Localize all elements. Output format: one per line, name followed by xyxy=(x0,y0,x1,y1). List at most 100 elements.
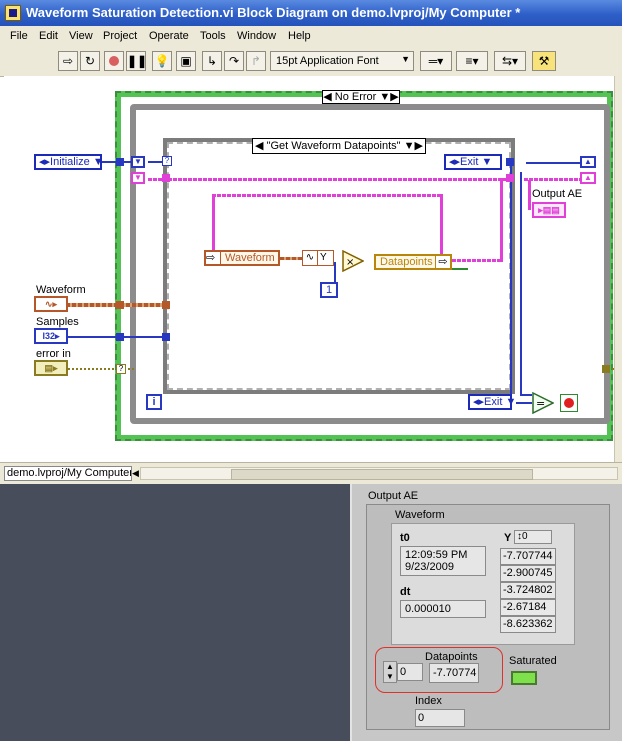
wire-error-in xyxy=(68,368,122,370)
inner-case-selector[interactable]: ◀ "Get Waveform Datapoints" ▼▶ xyxy=(252,138,426,154)
menu-window[interactable]: Window xyxy=(237,30,277,42)
y-label: Y xyxy=(504,532,512,544)
get-waveform-components[interactable]: ∿Y xyxy=(302,250,334,266)
y-array-element: -8.623362 xyxy=(500,616,556,633)
loop-stop-condition[interactable] xyxy=(560,394,578,412)
menu-bar: File Edit View Project Operate Tools Win… xyxy=(0,26,622,48)
scroll-left-icon[interactable]: ◀ xyxy=(132,468,139,478)
waveform-terminal[interactable]: ∿▸ xyxy=(34,296,68,312)
scroll-thumb[interactable] xyxy=(231,469,533,480)
run-arrow-icon[interactable]: ⇨ xyxy=(58,51,78,71)
wire-waveform-y xyxy=(280,257,302,260)
t0-indicator: 12:09:59 PM 9/23/2009 xyxy=(400,546,486,576)
y-array-index[interactable]: ↕0 xyxy=(514,530,552,544)
datapoints-index[interactable]: 0 xyxy=(397,663,423,681)
samples-terminal[interactable]: I32▸ xyxy=(34,328,68,344)
shift-register-left-state[interactable]: ▼ xyxy=(131,156,145,168)
y-array-element: -7.707744 xyxy=(500,548,556,565)
menu-tools[interactable]: Tools xyxy=(200,30,226,42)
tunnel-string-inner xyxy=(162,174,170,182)
menu-operate[interactable]: Operate xyxy=(149,30,189,42)
abort-icon[interactable] xyxy=(104,51,124,71)
inner-case-left-arrow-icon[interactable]: ◀ xyxy=(255,140,264,152)
equal-node[interactable]: = xyxy=(532,391,555,415)
inner-case-right-arrow-icon[interactable]: ▼▶ xyxy=(403,140,423,152)
waveform-indicator: t0 12:09:59 PM 9/23/2009 dt 0.000010 Y ↕… xyxy=(391,523,575,645)
reorder-icon[interactable]: ⇆▾ xyxy=(494,51,526,71)
index-label: Index xyxy=(415,695,442,707)
y-array-element: -2.900745 xyxy=(500,565,556,582)
block-diagram[interactable]: ◀ No Error ▼▶ ◀ "Get Waveform Datapoints… xyxy=(4,76,614,462)
outer-case-selector[interactable]: ◀ No Error ▼▶ xyxy=(322,90,400,104)
wire-state-loop xyxy=(520,172,522,394)
waveform-label: Waveform xyxy=(36,284,86,296)
initialize-enum-constant[interactable]: ◂▸Initialize ▼ xyxy=(34,154,104,170)
menu-help[interactable]: Help xyxy=(288,30,311,42)
multiply-node[interactable]: × xyxy=(342,249,365,273)
chevron-down-icon: ▼ xyxy=(505,396,517,408)
wire-string-right xyxy=(440,194,443,260)
font-select[interactable]: 15pt Application Font ▼ xyxy=(270,51,414,71)
shift-register-right-state[interactable]: ▲ xyxy=(580,156,596,168)
pause-icon[interactable]: ❚❚ xyxy=(126,51,147,71)
output-ae-terminal[interactable]: ▸▤▤ xyxy=(532,202,566,218)
output-ae-fp-label: Output AE xyxy=(368,490,419,502)
error-in-label: error in xyxy=(36,348,71,360)
menu-view[interactable]: View xyxy=(69,30,93,42)
project-path[interactable]: demo.lvproj/My Computer xyxy=(4,466,132,481)
exit-arrows-icon: ◂▸ xyxy=(473,396,485,408)
iteration-terminal[interactable]: i xyxy=(146,394,162,410)
datapoints-local-node[interactable]: Datapoints⇨ xyxy=(374,254,452,270)
chevron-down-icon: ▼ xyxy=(401,54,410,64)
wire-string-down xyxy=(212,194,215,256)
title-bar[interactable]: Waveform Saturation Detection.vi Block D… xyxy=(0,0,622,26)
tunnel-state-out xyxy=(506,158,514,166)
chevron-down-icon: ▼ xyxy=(92,156,104,168)
t0-date: 9/23/2009 xyxy=(405,561,454,573)
step-out-icon[interactable]: ↱ xyxy=(246,51,266,71)
exit-enum-constant-bottom[interactable]: ◂▸Exit ▼ xyxy=(468,394,516,410)
error-in-terminal[interactable]: ▤▸ xyxy=(34,360,68,376)
outer-case-left-arrow-icon[interactable]: ◀ xyxy=(323,91,332,103)
wire-state-eq xyxy=(520,394,532,396)
decrement-icon[interactable]: ▼ xyxy=(386,672,394,681)
step-into-icon[interactable]: ↳ xyxy=(202,51,222,71)
outer-case-right-arrow-icon[interactable]: ▼▶ xyxy=(379,91,399,103)
datapoints-index-spinner[interactable]: ▲▼ xyxy=(383,661,397,683)
retain-wire-values-icon[interactable]: ▣ xyxy=(176,51,196,71)
tunnel-samples-inner xyxy=(162,333,170,341)
output-ae-label: Output AE xyxy=(532,188,583,200)
horizontal-scrollbar[interactable] xyxy=(140,467,618,480)
run-continuously-icon[interactable]: ↻ xyxy=(80,51,100,71)
step-over-icon[interactable]: ↷ xyxy=(224,51,244,71)
distribute-objects-icon[interactable]: ≡▾ xyxy=(456,51,488,71)
wire-string-shift xyxy=(524,178,588,181)
svg-text:×: × xyxy=(346,257,354,268)
shift-register-left-data[interactable]: ▼ xyxy=(131,172,145,184)
index-indicator: 0 xyxy=(415,709,465,727)
exit-enum-constant-top[interactable]: ◂▸Exit ▼ xyxy=(444,154,502,170)
increment-icon[interactable]: ▲ xyxy=(386,662,394,671)
menu-edit[interactable]: Edit xyxy=(39,30,58,42)
wire-string-up xyxy=(500,178,503,262)
menu-file[interactable]: File xyxy=(10,30,28,42)
front-panel: Output AE Waveform t0 12:09:59 PM 9/23/2… xyxy=(350,484,622,741)
vertical-scrollbar[interactable] xyxy=(614,76,622,462)
tunnel-error-in: ? xyxy=(116,364,126,374)
align-objects-icon[interactable]: ═▾ xyxy=(420,51,452,71)
font-select-value: 15pt Application Font xyxy=(276,55,379,67)
while-loop[interactable] xyxy=(130,104,610,424)
window-title: Waveform Saturation Detection.vi Block D… xyxy=(26,5,521,20)
clean-up-diagram-icon[interactable]: ⚒ xyxy=(532,51,556,71)
highlight-execution-icon[interactable]: 💡 xyxy=(152,51,172,71)
shift-register-right-data[interactable]: ▲ xyxy=(580,172,596,184)
wire-string-top xyxy=(148,178,514,181)
waveform-local-node[interactable]: ⇨Waveform xyxy=(204,250,280,266)
y-array: -7.707744 -2.900745 -3.724802 -2.67184 -… xyxy=(500,548,556,634)
menu-project[interactable]: Project xyxy=(103,30,138,42)
toolbar: ⇨ ↻ ❚❚ 💡 ▣ ↳ ↷ ↱ 15pt Application Font ▼… xyxy=(0,48,622,77)
inner-case-label: "Get Waveform Datapoints" xyxy=(266,140,401,152)
chevron-down-icon: ▼ xyxy=(481,156,493,168)
output-ae-cluster: Waveform t0 12:09:59 PM 9/23/2009 dt 0.0… xyxy=(366,504,610,730)
constant-one[interactable]: 1 xyxy=(320,282,338,298)
